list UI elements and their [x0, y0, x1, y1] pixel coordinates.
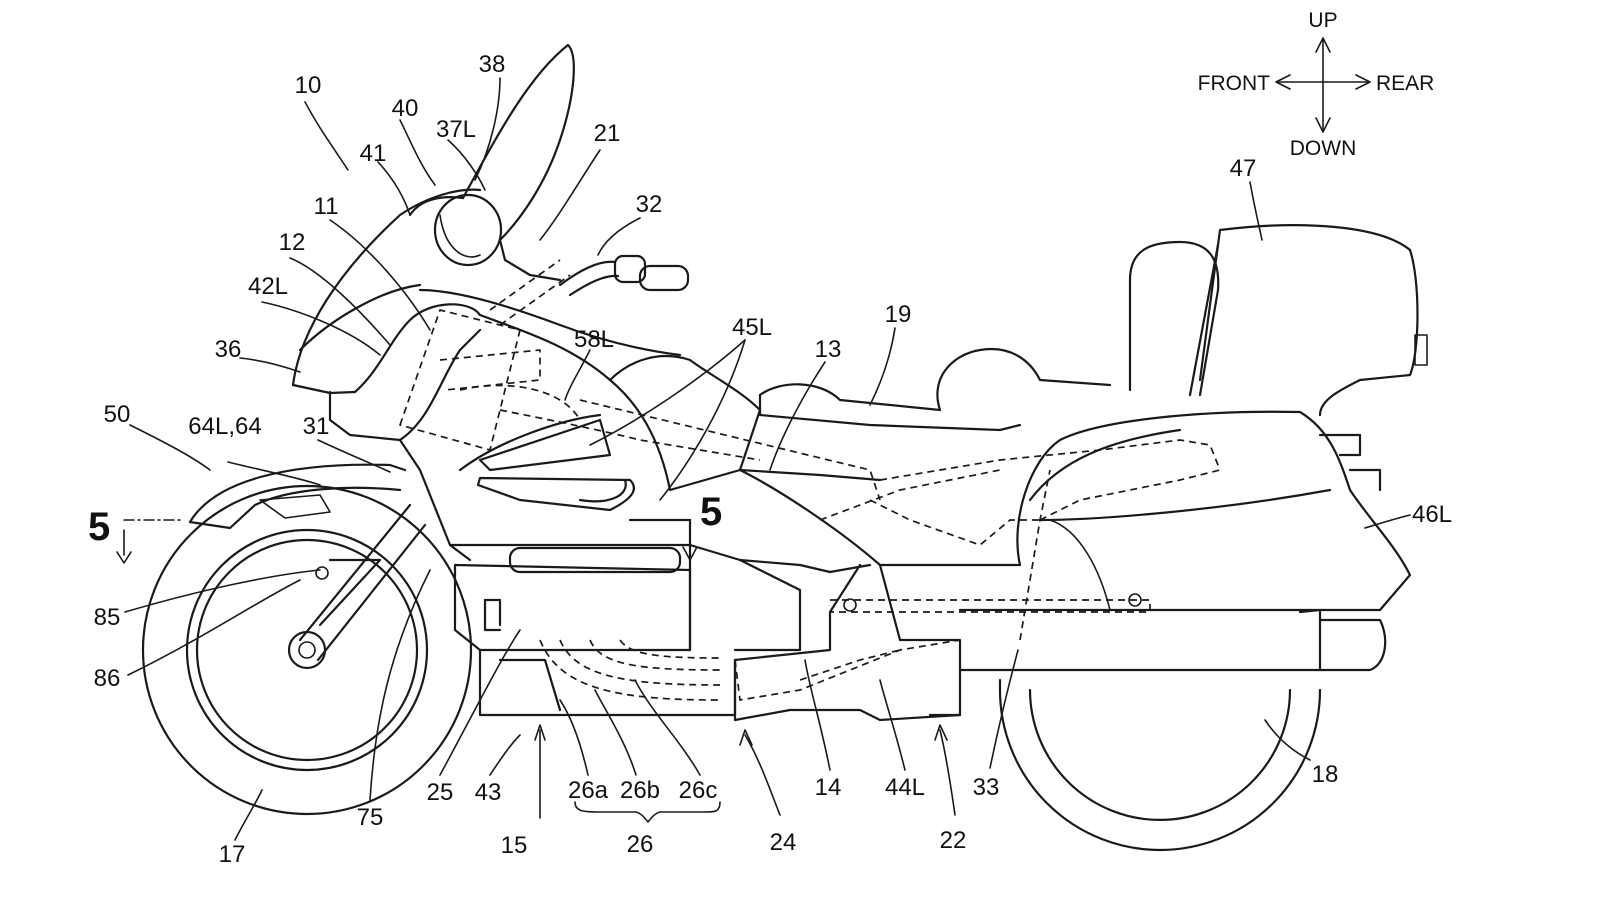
- front-wheel: [141, 484, 473, 816]
- ref-label: 25: [427, 779, 454, 806]
- seat: [758, 240, 1220, 432]
- frame-internals: [399, 259, 1221, 701]
- ref-label: 37L: [436, 116, 476, 143]
- front-fairing: [291, 43, 682, 492]
- engine-lower: [478, 639, 737, 717]
- ref-label: 10: [295, 72, 322, 99]
- ref-label: 26b: [620, 777, 660, 804]
- ref-label: 15: [501, 832, 528, 859]
- ref-label: 75: [357, 804, 384, 831]
- rear-wheel: [998, 678, 1322, 852]
- ref-label: 64L,64: [188, 413, 261, 440]
- direction-front-label: FRONT: [1198, 72, 1270, 95]
- ref-label: 33: [973, 774, 1000, 801]
- ref-label: 47: [1230, 155, 1257, 182]
- ref-label: 21: [594, 120, 621, 147]
- exhaust: [1318, 618, 1387, 672]
- front-fender: [188, 463, 407, 530]
- direction-indicator: UP DOWN FRONT REAR: [1198, 9, 1435, 160]
- ref-label: 14: [815, 774, 842, 801]
- ref-label: 31: [303, 413, 330, 440]
- ref-label: 26c: [679, 777, 718, 804]
- ref-label: 85: [94, 604, 121, 631]
- ref-label: 18: [1312, 761, 1339, 788]
- front-fork: [298, 503, 427, 662]
- main-body: [668, 408, 1322, 722]
- ref-label: 42L: [248, 273, 288, 300]
- ref-label: 44L: [885, 774, 925, 801]
- ref-label: 12: [279, 229, 306, 256]
- section-label-left: 5: [88, 505, 110, 549]
- ref-label: 26: [627, 831, 654, 858]
- ref-label: 40: [392, 95, 419, 122]
- ref-label: 41: [360, 140, 387, 167]
- ref-label: 32: [636, 191, 663, 218]
- section-5-right: 5: [639, 490, 722, 561]
- section-label-right: 5: [700, 490, 722, 534]
- fuel-tank: [608, 355, 762, 412]
- ref-label: 19: [885, 301, 912, 328]
- ref-label: 38: [479, 51, 506, 78]
- rear-trunk: [1188, 224, 1428, 417]
- ref-label: 50: [104, 401, 131, 428]
- ref-label: 22: [940, 827, 967, 854]
- ref-label: 58L: [574, 326, 614, 353]
- direction-rear-label: REAR: [1376, 72, 1434, 95]
- ref-label: 26a: [568, 777, 609, 804]
- reference-labels: 10 38 40 37L 21 41 11 32 12 42L 36 58L 4…: [94, 51, 1452, 868]
- ref-label: 46L: [1412, 501, 1452, 528]
- handlebar: [558, 254, 690, 297]
- direction-down-label: DOWN: [1290, 137, 1357, 160]
- ref-label: 36: [215, 336, 242, 363]
- direction-up-label: UP: [1308, 9, 1337, 32]
- ref-label: 45L: [732, 314, 772, 341]
- ref-label: 24: [770, 829, 797, 856]
- ref-label: 13: [815, 336, 842, 363]
- mid-fairing: [398, 413, 692, 652]
- ref-label: 11: [314, 193, 339, 220]
- saddlebag: [1016, 410, 1412, 614]
- leader-lines: [124, 77, 1411, 841]
- ref-label: 43: [475, 779, 502, 806]
- section-5-left: 5: [88, 505, 181, 564]
- ref-label: 86: [94, 665, 121, 692]
- ref-label: 17: [219, 841, 246, 868]
